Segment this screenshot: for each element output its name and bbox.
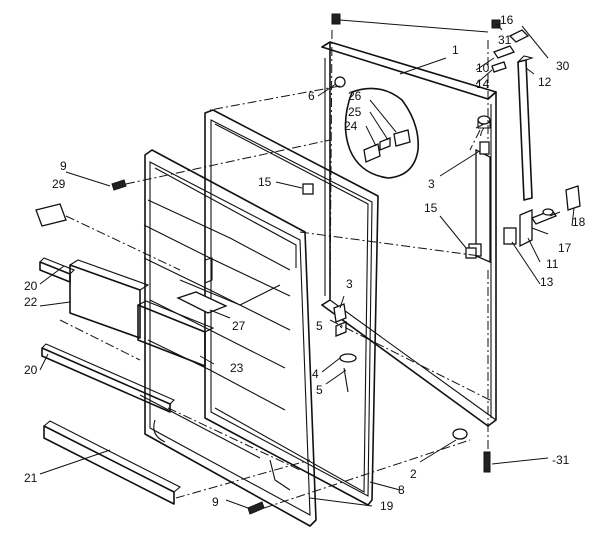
callout-15-left: 15 xyxy=(258,175,272,189)
callout-8: 8 xyxy=(398,483,405,497)
stop-18 xyxy=(565,185,581,211)
shelf-rail-20-upper xyxy=(39,257,75,283)
cover-plate xyxy=(176,291,228,314)
nameplate-29 xyxy=(35,203,67,227)
callout-6: 6 xyxy=(308,89,315,103)
callout-21: 21 xyxy=(24,471,38,485)
shelf-rail-21 xyxy=(43,420,181,505)
callout-5-top: 5 xyxy=(316,319,323,333)
callout-1: 1 xyxy=(452,43,459,57)
callout-3-upper: 3 xyxy=(428,177,435,191)
shelf-front-23 xyxy=(137,300,215,367)
callout-22: 22 xyxy=(24,295,38,309)
callout-9-left: 9 xyxy=(60,159,67,173)
shelf-front-22 xyxy=(69,259,150,339)
shelf-rail-20-lower xyxy=(41,343,175,413)
callout-13: 13 xyxy=(540,275,554,289)
bushing-6 xyxy=(334,76,346,88)
callout-14: 14 xyxy=(476,77,490,91)
callout-31-bottom: -31 xyxy=(552,453,570,467)
callout-labels: 16 31 1 10 14 30 12 6 26 25 24 7 3 15 15… xyxy=(24,13,586,513)
latch-26 xyxy=(393,129,411,147)
callout-16: 16 xyxy=(500,13,514,27)
bracket-5 xyxy=(335,321,347,337)
callout-29: 29 xyxy=(52,177,66,191)
hinge-bracket-13 xyxy=(503,227,517,245)
door-liner xyxy=(139,149,317,527)
callout-12: 12 xyxy=(538,75,552,89)
callout-9-bottom: 9 xyxy=(212,495,219,509)
upper-hinge-bracket xyxy=(479,141,490,155)
callout-19: 19 xyxy=(380,499,394,513)
callout-20-lower: 20 xyxy=(24,363,38,377)
leader-lines xyxy=(39,19,575,509)
latch-25 xyxy=(379,137,391,151)
callout-23: 23 xyxy=(230,361,244,375)
callout-15-right: 15 xyxy=(424,201,438,215)
callout-11: 11 xyxy=(546,257,559,271)
detail-inset xyxy=(344,87,419,179)
door-gasket xyxy=(204,109,379,506)
callout-7: 7 xyxy=(478,125,485,139)
callout-25: 25 xyxy=(348,105,362,119)
pin-17 xyxy=(542,208,554,216)
callout-24: 24 xyxy=(344,119,358,133)
hinge-pin-7 xyxy=(477,115,491,129)
hinge-10 xyxy=(493,45,515,59)
hinge-cap-30 xyxy=(508,29,530,43)
screw-9-bottom xyxy=(247,501,265,515)
hinge-plate xyxy=(475,148,491,263)
callout-17: 17 xyxy=(558,241,572,255)
callout-18: 18 xyxy=(572,215,586,229)
callout-4: 4 xyxy=(312,367,319,381)
callout-3-lower: 3 xyxy=(346,277,353,291)
screw-31-top xyxy=(331,13,341,25)
bushing-2 xyxy=(452,428,468,440)
clip-15-right xyxy=(465,247,477,259)
screw-31-bottom xyxy=(483,451,491,473)
callout-30: 30 xyxy=(556,59,570,73)
callout-20-upper: 20 xyxy=(24,279,38,293)
callout-26: 26 xyxy=(348,89,362,103)
screw-9-left xyxy=(111,179,127,191)
callout-5: 5 xyxy=(316,383,323,397)
callout-2: 2 xyxy=(410,467,417,481)
assembly-lines xyxy=(59,29,491,509)
callout-27: 27 xyxy=(232,319,246,333)
clip-15-left xyxy=(302,183,314,195)
hinge-cover-12 xyxy=(517,55,534,201)
bushing-14 xyxy=(491,61,507,73)
callout-31-top: 31 xyxy=(498,33,512,47)
latch-24 xyxy=(363,143,381,163)
callout-10: 10 xyxy=(476,61,490,75)
